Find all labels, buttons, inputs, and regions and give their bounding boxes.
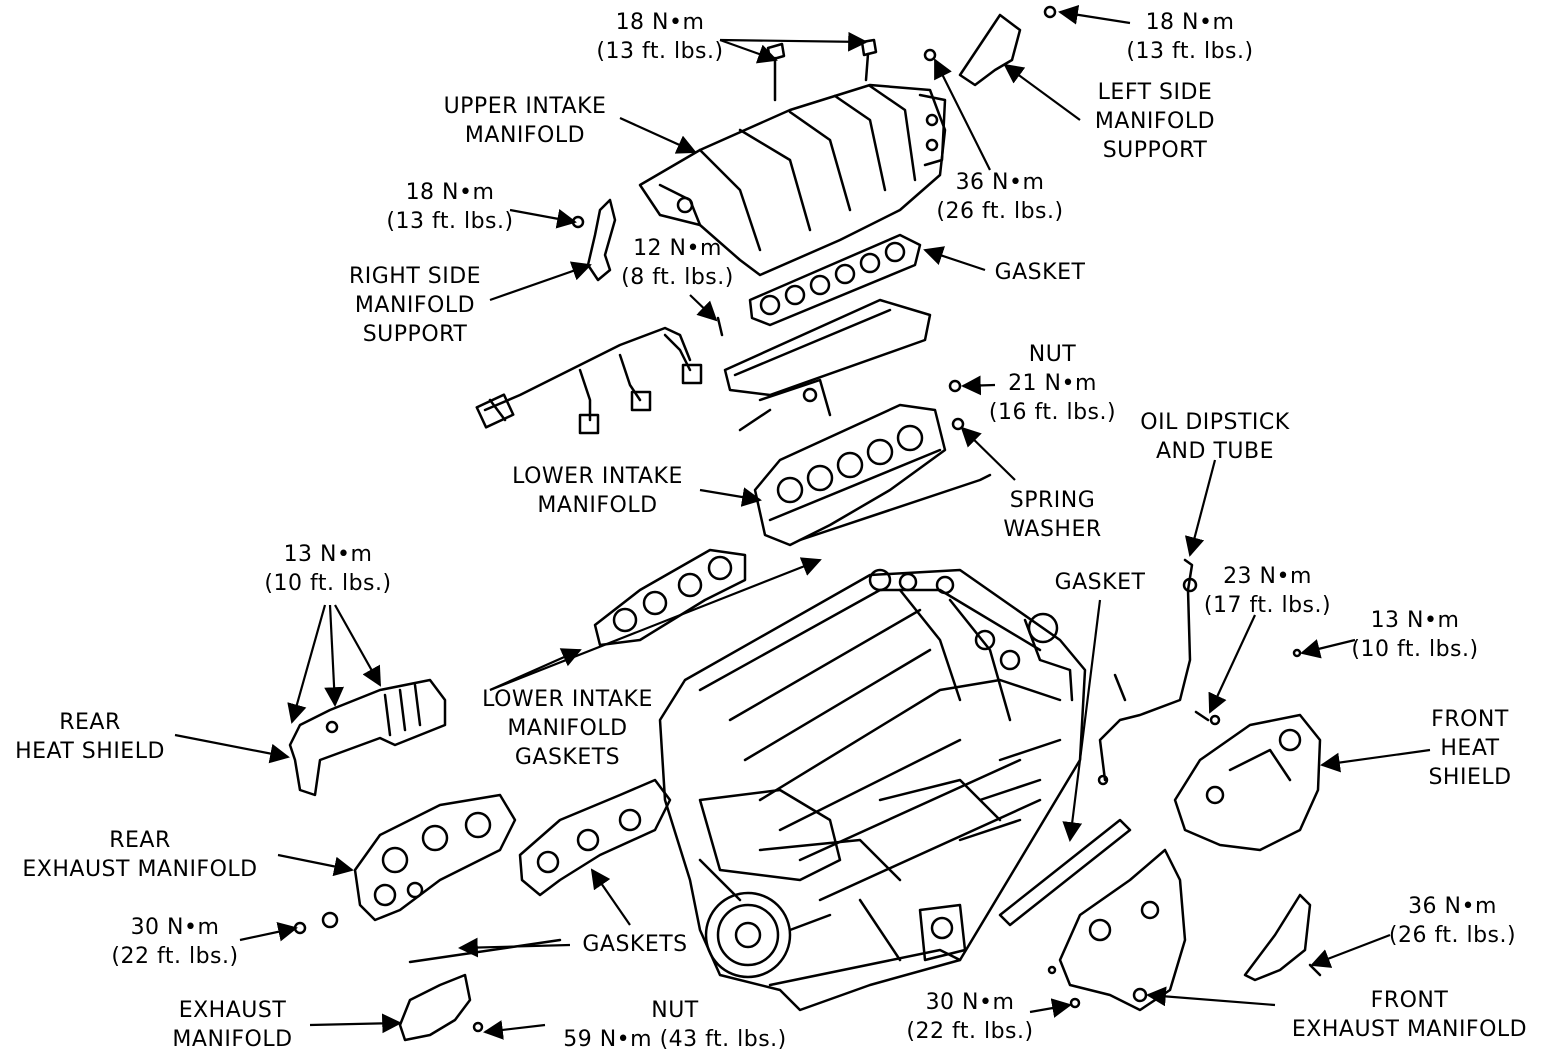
- torque-label-right-support: 18 N•m(13 ft. lbs.): [386, 180, 514, 234]
- rear-exhaust-manifold-part: [293, 793, 517, 935]
- leader-lines: [174, 4, 1431, 1040]
- torque-label-36-upper: 36 N•m(26 ft. lbs.): [936, 170, 1064, 224]
- torque-label-12: 12 N•m(8 ft. lbs.): [621, 236, 734, 290]
- torque-label-13-right: 13 N•m(10 ft. lbs.): [1351, 608, 1479, 662]
- front-bracket: [1243, 893, 1312, 982]
- torque-label-30-right: 30 N•m(22 ft. lbs.): [906, 990, 1034, 1044]
- lower-intake-gasket: [593, 548, 747, 647]
- engine-block: [658, 568, 1087, 1012]
- gaskets-label: GASKETS: [582, 932, 688, 957]
- exhaust-gaskets: [408, 778, 672, 964]
- wiring-harness: [475, 326, 703, 435]
- lower-intake-manifold: [753, 379, 992, 547]
- torque-label-36-lower: 36 N•m(26 ft. lbs.): [1388, 894, 1517, 948]
- rear-heat-shield-part: [288, 678, 447, 797]
- torque-label-top-right: 18 N•m(13 ft. lbs.): [1126, 10, 1254, 64]
- torque-label-23: 23 N•m(17 ft. lbs.): [1203, 564, 1332, 618]
- upper-bolts: [766, 5, 1057, 102]
- torque-label-30-left: 30 N•m(22 ft. lbs.): [111, 915, 239, 969]
- upper-gasket: [748, 233, 922, 327]
- left-side-manifold-support: [958, 13, 1022, 87]
- front-exhaust-manifold-part: [998, 818, 1187, 1012]
- right-side-manifold-support: [586, 198, 617, 282]
- gasket-right-label: GASKET: [1054, 570, 1146, 595]
- torque-label-13-left: 13 N•m(10 ft. lbs.): [264, 542, 392, 596]
- torque-label-top-center: 18 N•m(13 ft. lbs.): [596, 10, 724, 64]
- oil-dipstick-tube: [1097, 558, 1194, 786]
- fuel-rail: [723, 298, 932, 432]
- upper-intake-manifold: [638, 83, 947, 277]
- front-heat-shield-part: [1173, 648, 1322, 852]
- gasket-upper-label: GASKET: [994, 260, 1086, 285]
- exhaust-crossover: [398, 973, 472, 1042]
